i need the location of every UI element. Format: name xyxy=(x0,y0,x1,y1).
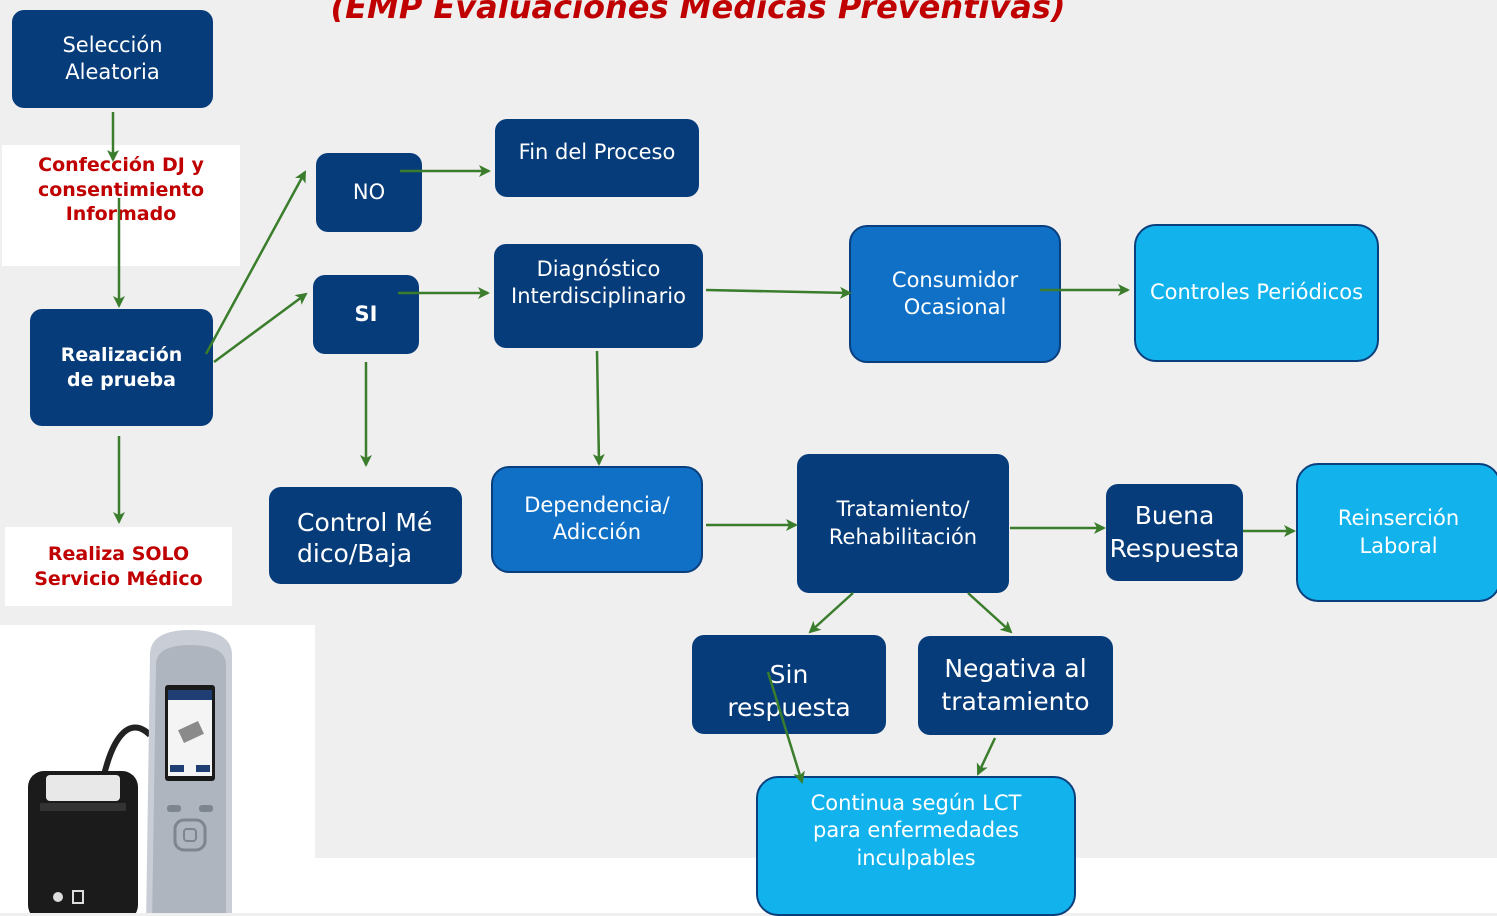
node-si: SI xyxy=(313,275,419,354)
node-realiza-solo-label: Realiza SOLO Servicio Médico xyxy=(34,542,203,590)
node-no: NO xyxy=(316,153,422,232)
node-controles-periodicos: Controles Periódicos xyxy=(1134,224,1379,362)
breathalyzer-illustration xyxy=(28,630,232,913)
node-fin-proceso: Fin del Proceso xyxy=(495,119,699,197)
node-negativa-label: Negativa al tratamiento xyxy=(941,654,1090,716)
arrow-realizacion-si xyxy=(213,292,308,364)
node-reinsercion-label: Reinserción Laboral xyxy=(1337,506,1460,558)
node-buena-respuesta-label: Buena Respuesta xyxy=(1109,501,1240,563)
node-dependencia-label: Dependencia/ Adicción xyxy=(524,493,670,545)
node-fin-proceso-label: Fin del Proceso xyxy=(518,140,676,164)
node-dependencia: Dependencia/ Adicción xyxy=(491,466,703,573)
node-no-label: NO xyxy=(352,179,386,204)
node-sin-respuesta-label: Sin respuesta xyxy=(727,660,851,722)
diagram-title: (EMP Evaluaciones Médicas Preventivas) xyxy=(330,0,1066,26)
arrow-diagnostico-consumidor xyxy=(705,286,852,299)
node-seleccion-label: Selección Aleatoria xyxy=(62,32,163,84)
node-continua-lct: Continua según LCT para enfermedades inc… xyxy=(756,776,1076,916)
breathalyzer-device-image xyxy=(0,625,315,913)
node-negativa: Negativa al tratamiento xyxy=(918,636,1113,735)
node-tratamiento-label: Tratamiento/ Rehabilitación xyxy=(828,497,978,549)
node-reinsercion-laboral: Reinserción Laboral xyxy=(1296,463,1497,602)
node-realiza-solo: Realiza SOLO Servicio Médico xyxy=(5,527,232,606)
node-confeccion-label: Confección DJ y consentimiento Informado xyxy=(37,154,205,226)
node-consumidor-label: Consumidor Ocasional xyxy=(891,267,1019,319)
node-diagnostico: Diagnóstico Interdisciplinario xyxy=(494,244,703,348)
arrow-diagnostico-dependencia xyxy=(592,350,605,466)
node-confeccion-dj: Confección DJ y consentimiento Informado xyxy=(2,145,240,266)
arrow-tratamiento-negativa xyxy=(967,592,1013,634)
node-tratamiento: Tratamiento/ Rehabilitación xyxy=(797,454,1009,593)
node-continua-label: Continua según LCT para enfermedades inc… xyxy=(810,791,1022,870)
node-realizacion-prueba: Realización de prueba xyxy=(30,309,213,426)
node-diagnostico-label: Diagnóstico Interdisciplinario xyxy=(511,257,686,309)
arrow-negativa-continua xyxy=(976,737,997,776)
node-consumidor-ocasional: Consumidor Ocasional xyxy=(849,225,1061,363)
node-control-medico-label: Control Médico/Baja xyxy=(297,508,433,569)
node-si-label: SI xyxy=(354,301,378,326)
node-controles-label: Controles Periódicos xyxy=(1149,280,1364,305)
node-buena-respuesta: Buena Respuesta xyxy=(1106,484,1243,581)
node-seleccion-aleatoria: Selección Aleatoria xyxy=(12,10,213,108)
node-control-medico: Control Médico/Baja xyxy=(269,487,462,584)
arrow-tratamiento-sin xyxy=(808,592,854,634)
node-realizacion-label: Realización de prueba xyxy=(60,343,183,391)
node-sin-respuesta: Sin respuesta xyxy=(692,635,886,734)
